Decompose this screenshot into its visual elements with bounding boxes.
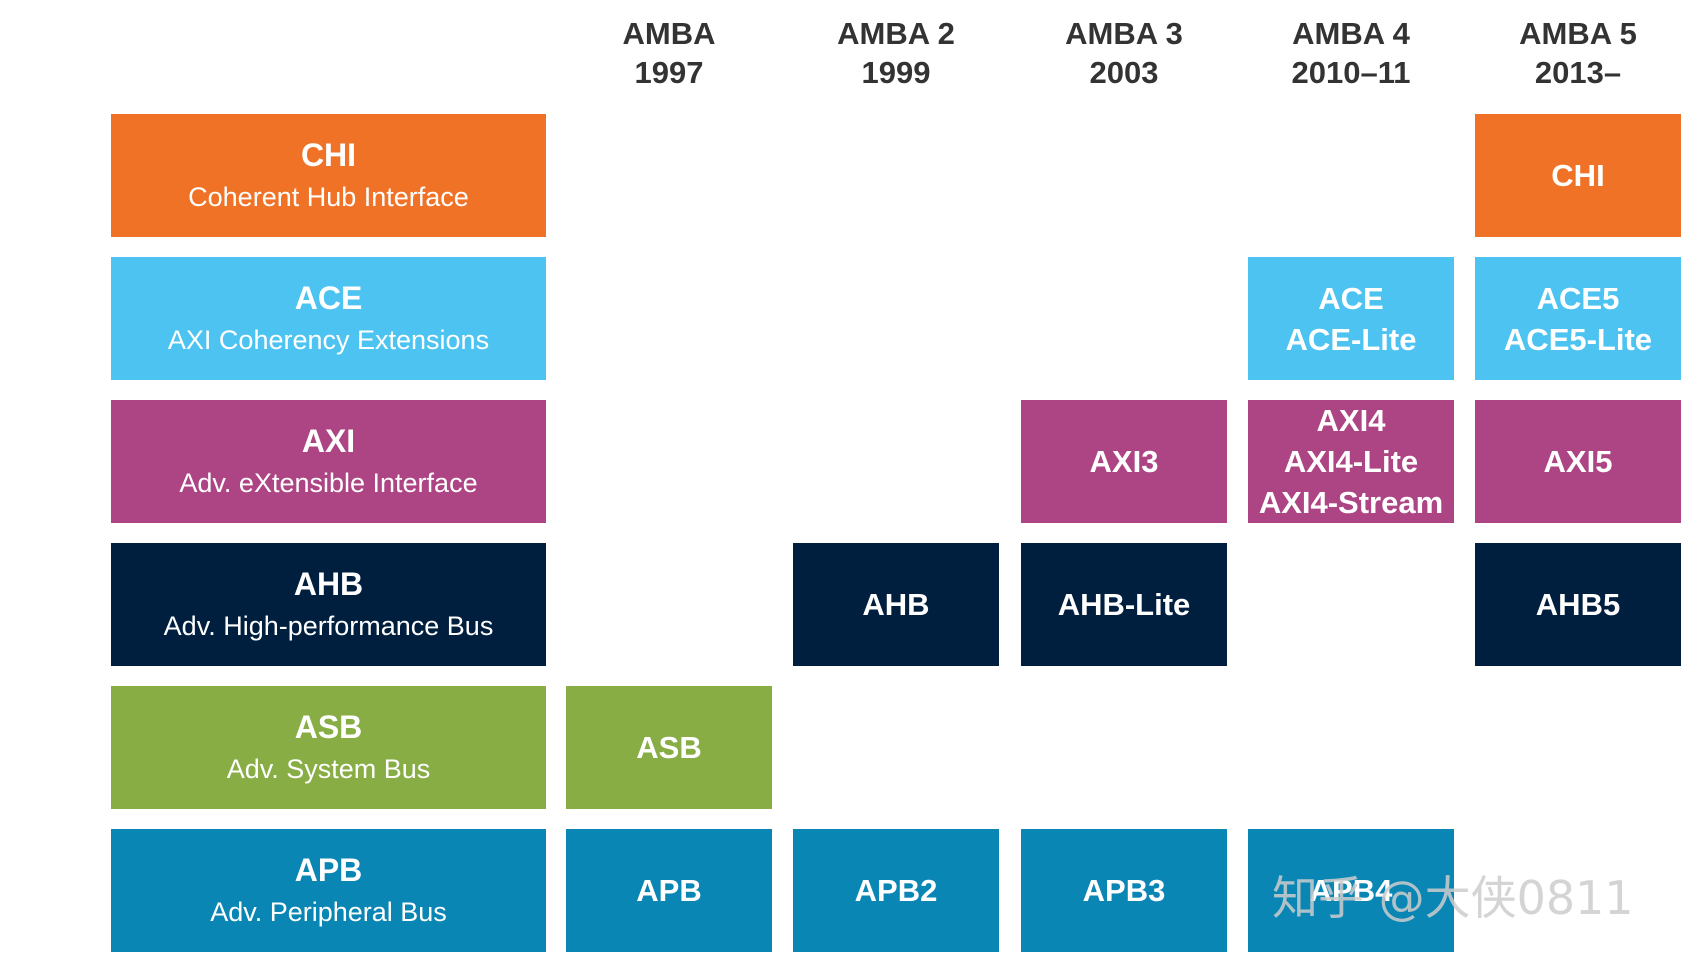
cell-label: CHI <box>1551 158 1605 193</box>
legend-title: CHI <box>300 136 357 173</box>
cell-label: APB2 <box>854 873 938 908</box>
legend-subtitle: Adv. High-performance Bus <box>163 610 494 641</box>
legend-ahb: AHB Adv. High-performance Bus <box>111 543 546 666</box>
column-header-amba3: AMBA 3 2003 <box>1021 14 1227 98</box>
cell-label: APB <box>636 873 702 908</box>
column-header-amba4: AMBA 4 2010–11 <box>1248 14 1454 98</box>
legend-subtitle: Adv. Peripheral Bus <box>210 896 447 927</box>
cell-label: ACE5-Lite <box>1503 321 1653 357</box>
cell-label: AXI5 <box>1543 444 1613 479</box>
legend-subtitle: Adv. System Bus <box>226 753 431 784</box>
cell-label: ACE5 <box>1536 280 1620 316</box>
column-year: 1997 <box>634 55 704 90</box>
column-year: 2003 <box>1089 55 1159 90</box>
cell-label: AHB-Lite <box>1057 587 1191 622</box>
cell-apb-amba3: APB3 <box>1021 829 1227 952</box>
legend-title: APB <box>294 851 363 888</box>
cell-apb-amba2: APB2 <box>793 829 999 952</box>
legend-subtitle: AXI Coherency Extensions <box>167 324 490 355</box>
legend-title: AXI <box>301 422 356 459</box>
cell-axi-amba3: AXI3 <box>1021 400 1227 523</box>
column-header-amba5: AMBA 5 2013– <box>1475 14 1681 98</box>
cell-axi-amba4: AXI4 AXI4-Lite AXI4-Stream <box>1248 400 1454 523</box>
legend-axi: AXI Adv. eXtensible Interface <box>111 400 546 523</box>
column-year: 2013– <box>1534 55 1622 90</box>
cell-ace-amba5: ACE5 ACE5-Lite <box>1475 257 1681 380</box>
cell-label: AXI4-Lite <box>1283 444 1419 479</box>
legend-subtitle: Adv. eXtensible Interface <box>179 467 478 498</box>
cell-ace-amba4: ACE ACE-Lite <box>1248 257 1454 380</box>
cell-label: ASB <box>636 730 702 765</box>
column-year: 1999 <box>861 55 931 90</box>
cell-apb-amba4: APB4 <box>1248 829 1454 952</box>
cell-label: ACE-Lite <box>1285 321 1417 357</box>
legend-title: ASB <box>294 708 363 745</box>
column-name: AMBA 3 <box>1065 16 1183 51</box>
cell-label: ACE <box>1318 280 1384 316</box>
column-year: 2010–11 <box>1291 55 1411 90</box>
legend-ace: ACE AXI Coherency Extensions <box>111 257 546 380</box>
cell-label: AHB5 <box>1535 587 1621 622</box>
cell-ahb-amba2: AHB <box>793 543 999 666</box>
cell-label: APB3 <box>1082 873 1166 908</box>
legend-subtitle: Coherent Hub Interface <box>188 181 469 212</box>
cell-label: APB4 <box>1309 873 1393 908</box>
column-name: AMBA 5 <box>1519 16 1637 51</box>
cell-asb-amba: ASB <box>566 686 772 809</box>
legend-title: ACE <box>294 279 363 316</box>
cell-label: AHB <box>862 587 930 622</box>
cell-label: AXI3 <box>1089 444 1159 479</box>
column-header-amba: AMBA 1997 <box>566 14 772 98</box>
cell-ahb-amba3: AHB-Lite <box>1021 543 1227 666</box>
legend-apb: APB Adv. Peripheral Bus <box>111 829 546 952</box>
legend-asb: ASB Adv. System Bus <box>111 686 546 809</box>
cell-apb-amba: APB <box>566 829 772 952</box>
cell-axi-amba5: AXI5 <box>1475 400 1681 523</box>
cell-label: AXI4 <box>1316 403 1386 438</box>
legend-chi: CHI Coherent Hub Interface <box>111 114 546 237</box>
column-name: AMBA <box>622 16 716 51</box>
column-name: AMBA 2 <box>837 16 955 51</box>
column-name: AMBA 4 <box>1292 16 1410 51</box>
legend-title: AHB <box>293 565 364 602</box>
watermark: 知乎 @大侠0811 <box>1272 871 1634 925</box>
cell-label: AXI4-Stream <box>1258 485 1444 520</box>
column-header-amba2: AMBA 2 1999 <box>793 14 999 98</box>
cell-chi-amba5: CHI <box>1475 114 1681 237</box>
cell-ahb-amba5: AHB5 <box>1475 543 1681 666</box>
